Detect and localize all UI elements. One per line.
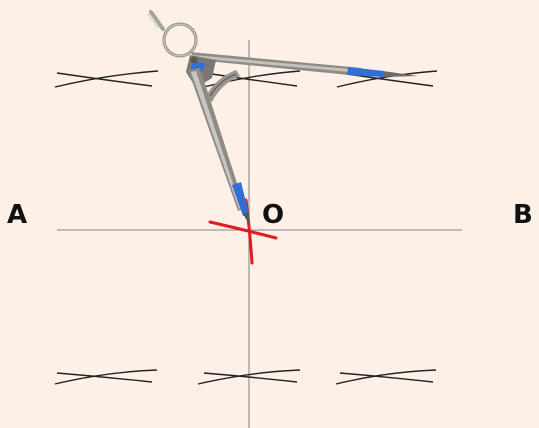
- arc-mark-bottom-right: [335, 369, 437, 385]
- point-label-b: B: [513, 200, 533, 230]
- arc-mark-bottom-left: [54, 369, 158, 385]
- arc-mark-bottom-center: [197, 369, 301, 385]
- arc-mark-top-left: [54, 70, 159, 88]
- arc-mark-top-center: [199, 70, 301, 89]
- point-label-a: A: [7, 200, 28, 230]
- point-label-o: O: [262, 200, 285, 230]
- compass-icon: [147, 10, 418, 224]
